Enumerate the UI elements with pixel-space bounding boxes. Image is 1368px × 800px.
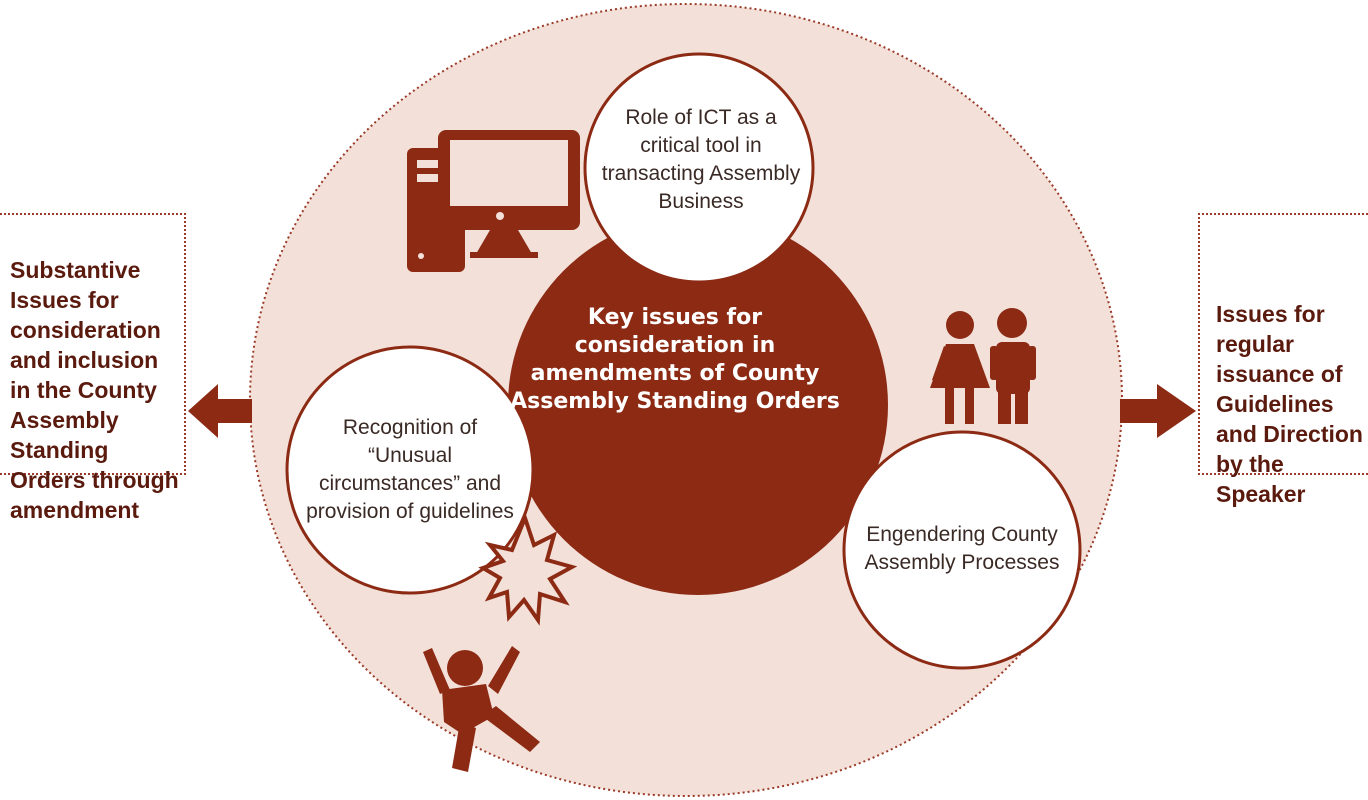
- left-arrow-icon: [188, 384, 252, 438]
- right-box-text: Issues for regular issuance of Guideline…: [1216, 301, 1363, 507]
- engender-circle: [842, 430, 1082, 670]
- computer-icon: [407, 130, 580, 272]
- falling-person-icon: [423, 512, 578, 772]
- engender-circle-label: Engendering County Assembly Processes: [862, 474, 1062, 624]
- ict-circle: [583, 52, 815, 284]
- center-title: Key issues for consideration in amendmen…: [510, 230, 840, 490]
- left-box: Substantive Issues for consideration and…: [0, 213, 186, 523]
- unusual-circle-label: Recognition of “Unusual circumstances” a…: [300, 395, 520, 545]
- left-box-text: Substantive Issues for consideration and…: [10, 257, 179, 523]
- center-title-text: Key issues for consideration in amendmen…: [510, 305, 840, 414]
- right-arrow-icon: [1120, 384, 1196, 438]
- right-box: Issues for regular issuance of Guideline…: [1198, 213, 1368, 507]
- center-circle: [508, 215, 888, 595]
- ict-circle-label: Role of ICT as a critical tool in transa…: [596, 70, 806, 250]
- unusual-circle: [285, 345, 535, 595]
- people-icon: [930, 308, 1036, 424]
- engender-circle-text: Engendering County Assembly Processes: [864, 523, 1060, 574]
- unusual-circle-text: Recognition of “Unusual circumstances” a…: [306, 416, 514, 523]
- ict-circle-text: Role of ICT as a critical tool in transa…: [601, 106, 801, 213]
